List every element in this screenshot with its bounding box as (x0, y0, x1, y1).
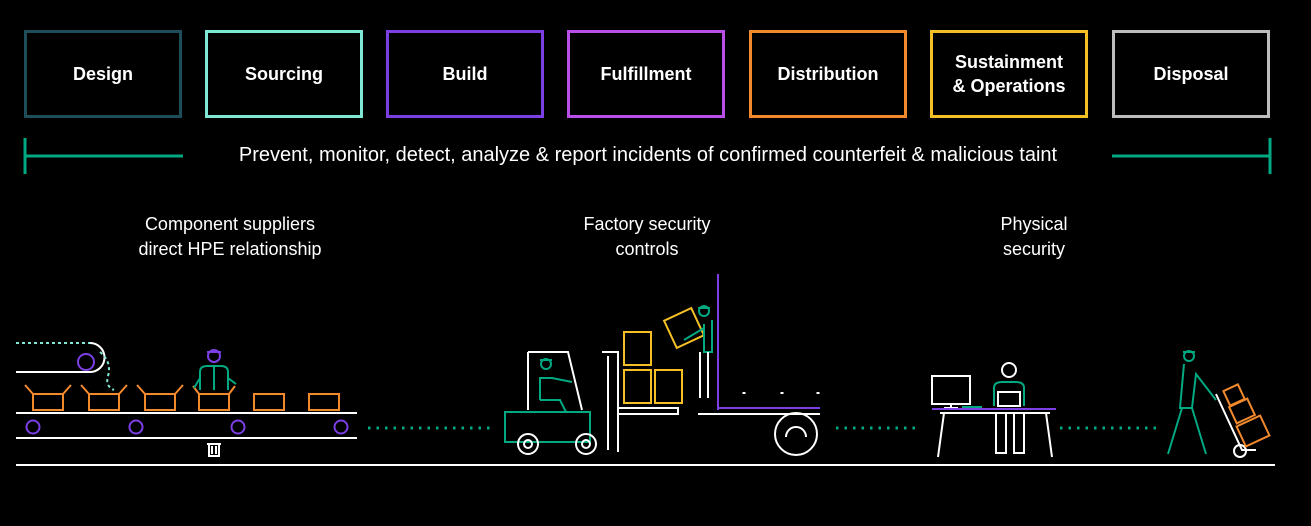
stage-label: Sustainment & Operations (952, 52, 1066, 96)
stage-label: Disposal (1153, 64, 1229, 84)
caption-factory-security: Factory security controls (583, 214, 711, 259)
stacked-boxes-icon (623, 331, 683, 404)
stage-box-sourcing: Sourcing (205, 30, 363, 118)
forklift-icon (504, 351, 679, 455)
loading-truck-icon (698, 274, 820, 456)
stage-box-design: Design (24, 30, 182, 118)
caption-physical-security: Physical security (1000, 214, 1068, 259)
stage-label: Build (442, 64, 488, 84)
stage-box-disposal: Disposal (1112, 30, 1270, 118)
stage-label: Sourcing (244, 64, 323, 84)
stage-box-build: Build (386, 30, 544, 118)
stage-box-fulfillment: Fulfillment (567, 30, 725, 118)
hand-truck-worker-icon (1167, 350, 1271, 458)
conveyor-belt-icon (16, 342, 357, 457)
caption-component-suppliers: Component suppliers direct HPE relations… (138, 214, 322, 259)
stage-label: Distribution (777, 64, 879, 84)
stage-box-distribution: Distribution (749, 30, 907, 118)
stage-label: Design (72, 64, 133, 84)
assembly-worker-icon (193, 349, 237, 390)
loading-worker-icon (662, 305, 713, 398)
stage-label: Fulfillment (600, 64, 692, 84)
banner-text: Prevent, monitor, detect, analyze & repo… (238, 144, 1058, 166)
desk-workstation-icon (931, 362, 1056, 458)
stage-box-sustainment-operations: Sustainment & Operations (930, 30, 1088, 118)
